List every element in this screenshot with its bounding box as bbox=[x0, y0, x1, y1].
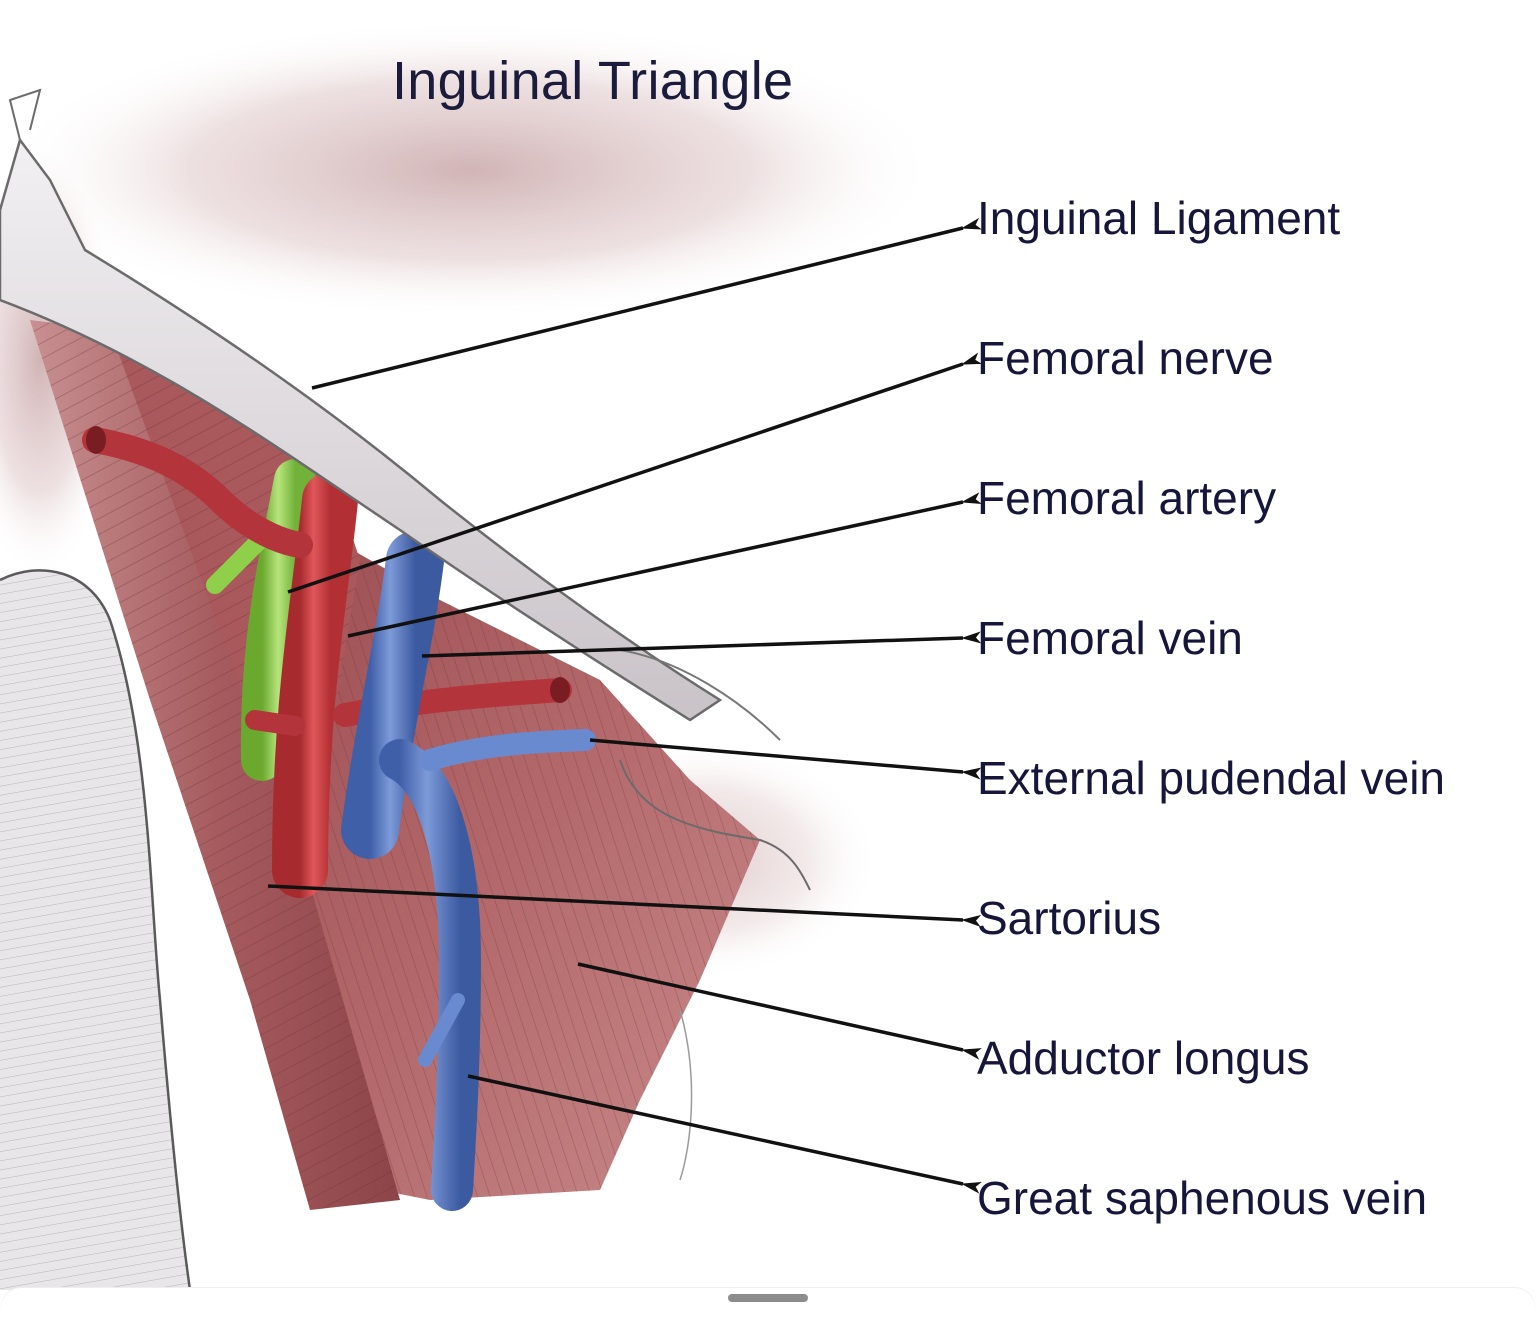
ligament-tip bbox=[8, 88, 42, 141]
great-saphenous-vein-structure bbox=[379, 739, 482, 1211]
anatomy-illustration bbox=[0, 20, 982, 1290]
artery-branch bbox=[245, 710, 305, 736]
inguinal-ligament-structure bbox=[0, 137, 723, 722]
label-femoral-vein: Femoral vein bbox=[977, 612, 1243, 664]
leader-lines bbox=[267, 217, 982, 1194]
sheet-grabber-handle[interactable] bbox=[728, 1294, 808, 1302]
label-sartorius: Sartorius bbox=[977, 892, 1162, 944]
skin-fold bbox=[619, 759, 811, 891]
leader-femoral-artery bbox=[347, 492, 982, 638]
thigh-contour bbox=[679, 1009, 693, 1181]
circumflex-artery bbox=[82, 427, 313, 558]
label-adductor-longus: Adductor longus bbox=[977, 1032, 1310, 1084]
label-great-saphenous-vein: Great saphenous vein bbox=[977, 1172, 1428, 1224]
leader-great-saphenous-vein bbox=[467, 1074, 982, 1194]
leader-femoral-nerve bbox=[287, 352, 982, 594]
skin-shading bbox=[0, 20, 940, 320]
artery-stump bbox=[86, 426, 106, 454]
label-femoral-artery: Femoral artery bbox=[977, 472, 1277, 524]
label-external-pudendal-vein: External pudendal vein bbox=[977, 752, 1445, 804]
leader-adductor-longus bbox=[577, 962, 982, 1060]
femoral-artery-structure bbox=[272, 472, 358, 898]
saphenous-tributary bbox=[418, 993, 465, 1067]
diagram-title: Inguinal Triangle bbox=[392, 51, 794, 111]
femur-hatching bbox=[0, 570, 190, 1290]
label-femoral-nerve: Femoral nerve bbox=[977, 332, 1274, 384]
femoral-vein-structure bbox=[341, 531, 444, 859]
external-pudendal-vein-structure bbox=[419, 729, 596, 771]
nerve-branch bbox=[206, 531, 269, 594]
femur-outline bbox=[0, 569, 192, 1290]
leader-inguinal-ligament bbox=[311, 217, 982, 390]
ligament-edge bbox=[619, 649, 781, 741]
diagram-stage: Inguinal Triangle Inguinal Ligament Femo… bbox=[0, 20, 1445, 1290]
leader-sartorius bbox=[267, 884, 982, 927]
label-inguinal-ligament: Inguinal Ligament bbox=[977, 192, 1341, 244]
artery-stump-2 bbox=[550, 677, 570, 703]
leader-femoral-vein bbox=[421, 631, 982, 658]
sartorius-fibers bbox=[30, 320, 400, 1210]
leader-external-pudendal-vein bbox=[589, 738, 982, 780]
